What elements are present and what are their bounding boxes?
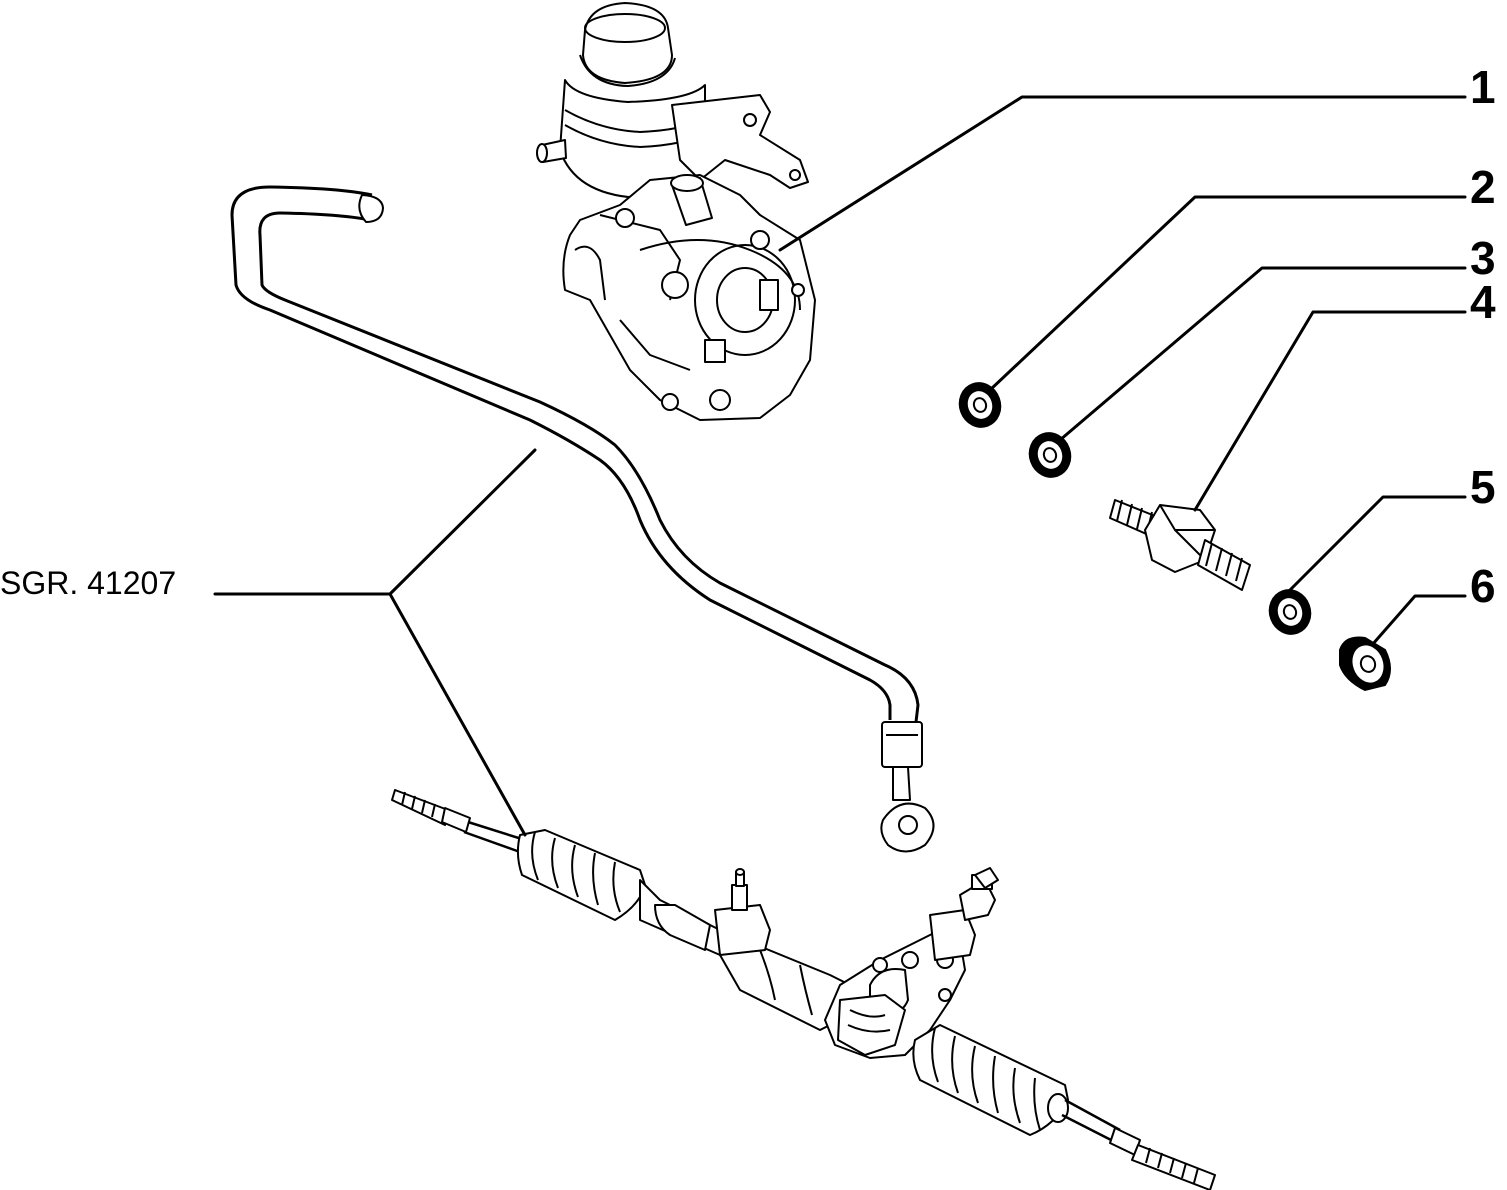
- leader-line-6: [1370, 594, 1467, 647]
- callout-3: 3: [1470, 232, 1496, 284]
- callout-2: 2: [1470, 161, 1496, 213]
- callout-4: 4: [1470, 276, 1496, 328]
- reference-label: SGR. 41207: [0, 565, 176, 601]
- leader-line-4: [1193, 310, 1467, 512]
- bush-part-6: [1339, 636, 1391, 692]
- washer-part-5: [1268, 589, 1312, 635]
- leader-line-5: [1283, 495, 1467, 597]
- return-hose: [230, 185, 935, 853]
- callout-6: 6: [1470, 560, 1496, 612]
- leader-lines: [213, 95, 1467, 837]
- leader-line-1: [778, 95, 1467, 252]
- union-bolt-part-4: [1109, 499, 1251, 591]
- washer-part-2: [958, 382, 1002, 428]
- power-steering-pump: [536, 2, 816, 421]
- leader-line-3: [1058, 266, 1467, 442]
- callout-labels: 1 2 3 4 5 6 SGR. 41207: [0, 61, 1496, 612]
- steering-rack: [391, 789, 1216, 1190]
- leader-line-reference: [213, 448, 537, 837]
- leader-line-2: [988, 195, 1467, 392]
- callout-5: 5: [1470, 461, 1496, 513]
- washer-part-3: [1028, 432, 1072, 478]
- callout-1: 1: [1470, 61, 1496, 113]
